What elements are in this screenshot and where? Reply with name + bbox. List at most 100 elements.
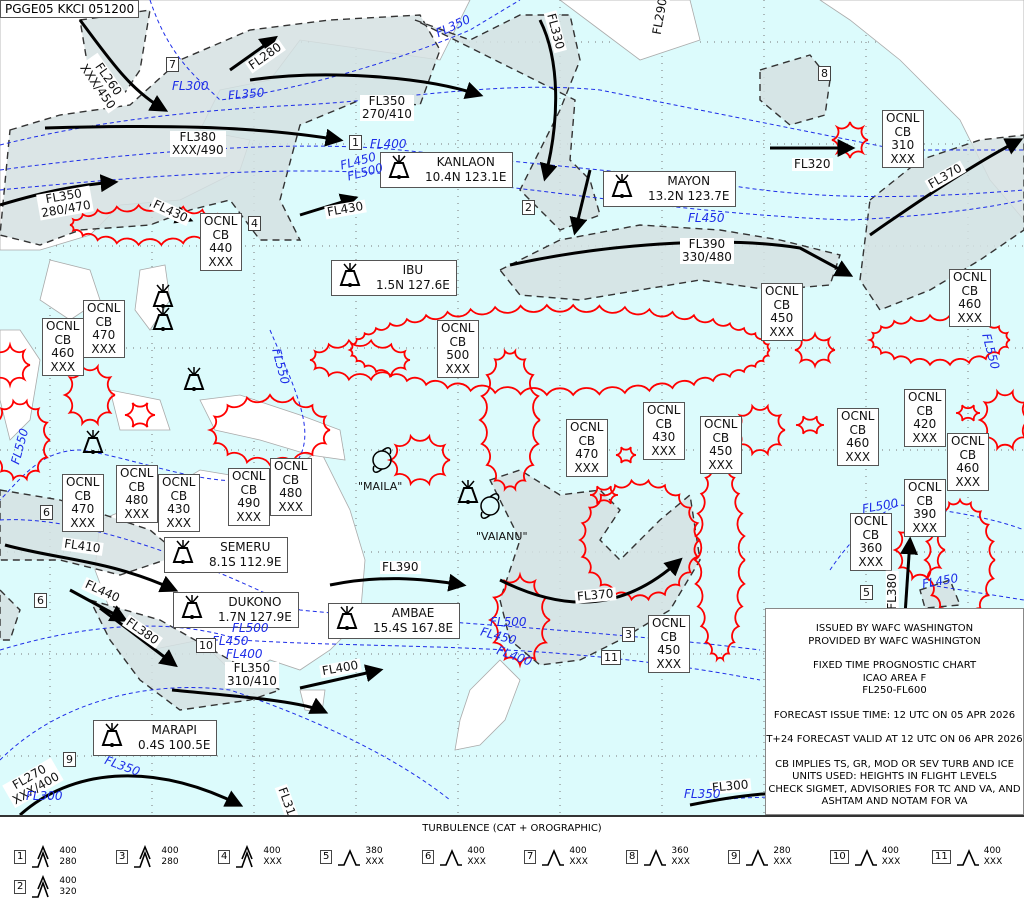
cb-label-line: XXX [955, 474, 981, 489]
cb-label-line: 470 [92, 328, 116, 342]
cb-label-line: CB [655, 416, 673, 431]
cb-label-line: OCNL [886, 111, 920, 125]
legend-ref-number: 2 [14, 880, 27, 894]
cb-label-line: CB [660, 629, 678, 644]
cb-label-line: 420 [913, 417, 937, 431]
cb-label-line: OCNL [908, 480, 942, 494]
tropopause-contour [0, 687, 451, 801]
volcano-position: 15.4S 167.8E [373, 621, 454, 635]
cb-label-line: OCNL [120, 466, 154, 480]
cb-label-line: XXX [912, 430, 938, 445]
cb-cloud [309, 338, 411, 382]
volcano-icon [82, 430, 104, 454]
legend-top-fl: 400 [263, 846, 281, 856]
legend-base-fl: XXX [983, 857, 1003, 867]
cb-cloud [589, 485, 619, 505]
cb-label-line: CB [773, 297, 791, 312]
cb-label-line: XXX [912, 520, 938, 535]
cb-label-line: CB [449, 334, 467, 349]
cb-label-line: OCNL [274, 459, 308, 473]
legend-top-fl: 400 [59, 876, 77, 886]
cb-label-line: XXX [445, 361, 471, 376]
jet-stream-arrow [329, 573, 467, 592]
jet-stream-arrow [299, 664, 384, 690]
cb-label-line: XXX [208, 254, 234, 269]
cb-cloud [124, 402, 156, 428]
volcano-icon [457, 480, 479, 504]
legend-base-fl: 320 [59, 887, 77, 897]
cb-cloud [347, 303, 771, 397]
cb-label-line: CB [74, 488, 92, 503]
info-line: FIXED TIME PROGNOSTIC CHART [812, 660, 977, 671]
tropopause-height-label: FL500 [232, 621, 269, 635]
turbulence-symbol-icon [746, 848, 769, 866]
volcano-position: 10.4N 123.1E [425, 170, 507, 184]
jet-fl-label: FL390 330/480 [680, 237, 734, 264]
legend-base-fl: XXX [467, 857, 486, 867]
cb-label-line: OCNL [951, 434, 985, 448]
cb-cloud [693, 457, 746, 663]
cb-label-line: CB [128, 479, 146, 494]
info-line: T+24 FORECAST VALID AT 12 UTC ON 06 APR … [766, 734, 1023, 745]
cb-label-line: XXX [845, 449, 871, 464]
land-mass [559, 0, 701, 61]
cb-label-line: CB [282, 472, 300, 487]
cb-cloud [977, 388, 1024, 452]
info-line: UNITS USED: HEIGHTS IN FLIGHT LEVELS [792, 771, 997, 782]
turbulence-area [0, 589, 21, 641]
cb-label-line: OCNL [908, 390, 942, 404]
cb-cloud [794, 331, 836, 369]
volcano-icon [172, 540, 194, 564]
cb-cloud [732, 403, 786, 457]
cb-label-line: 450 [657, 643, 681, 657]
cb-label-line: 390 [913, 507, 937, 521]
cb-label-line: OCNL [46, 319, 80, 333]
cb-label-line: 450 [709, 444, 733, 458]
turbulence-ref-box: 6 [34, 593, 47, 608]
volcano-icon [152, 307, 174, 331]
cb-label-line: XXX [166, 515, 192, 530]
tropopause-height-label: FL300 [26, 789, 63, 803]
cb-label-line: 450 [770, 311, 794, 325]
legend-base-fl: XXX [881, 857, 901, 867]
volcano-position: 13.2N 123.7E [648, 189, 730, 203]
jet-fl-label: FL380 [884, 571, 899, 612]
jet-fl-label: FL350 270/410 [360, 94, 414, 121]
turbulence-ref-box: 5 [860, 585, 873, 600]
cb-label-line: XXX [574, 460, 600, 475]
cb-label-line: OCNL [854, 514, 888, 528]
tropopause-contour [0, 625, 761, 681]
land-mass [454, 659, 521, 751]
volcano-icon [101, 723, 123, 747]
legend-ref-number: 8 [626, 850, 639, 864]
cb-label-line: OCNL [765, 284, 799, 298]
cb-label-line: 440 [209, 241, 233, 255]
turbulence-symbol-icon [440, 848, 463, 866]
jet-stream-arrow [900, 536, 919, 616]
turbulence-ref-box: 4 [248, 216, 261, 231]
turbulence-symbol-icon [644, 848, 667, 866]
cb-cloud [615, 446, 637, 464]
tropopause-height-label: FL350 [684, 787, 721, 801]
info-line: FL250-FL600 [862, 685, 927, 696]
tropopause-contour [149, 0, 521, 101]
jet-stream-arrow [229, 35, 278, 72]
legend-base-fl: XXX [569, 857, 588, 867]
volcano-icon [611, 174, 633, 198]
cb-label-line: 430 [652, 430, 676, 444]
legend-top-fl: 280 [773, 846, 791, 856]
volcano-icon [336, 606, 358, 630]
